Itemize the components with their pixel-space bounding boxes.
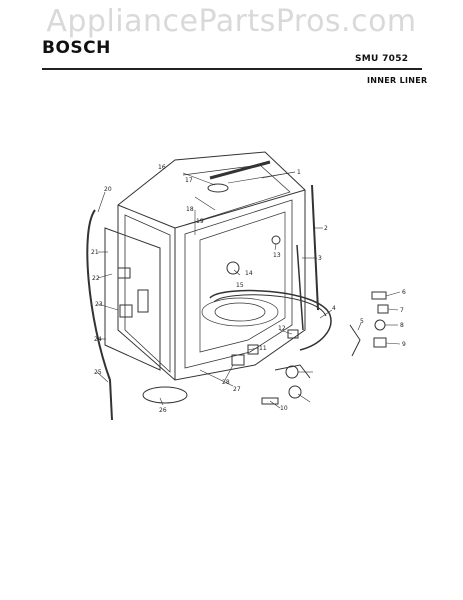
callout-4: 4 (332, 305, 336, 312)
heater-tube (209, 289, 332, 351)
callout-23: 23 (95, 301, 103, 308)
callout-26: 26 (159, 407, 167, 414)
callout-15: 15 (236, 282, 244, 289)
callout-labels: 1 2 3 4 5 6 7 8 9 10 11 12 13 14 15 16 1… (91, 164, 406, 414)
callout-1: 1 (297, 169, 301, 176)
callout-9: 9 (402, 341, 406, 348)
callout-2: 2 (324, 225, 328, 232)
callout-20: 20 (104, 186, 112, 193)
callout-28: 28 (222, 379, 230, 386)
callout-17: 17 (185, 177, 193, 184)
door-panel (104, 227, 161, 371)
callout-19: 19 (196, 218, 204, 225)
callout-18: 18 (186, 206, 194, 213)
watermark-text: AppliancePartsPros.com (46, 4, 417, 39)
callout-11: 11 (259, 345, 267, 352)
bottom-fittings (142, 235, 281, 404)
header-rule (42, 68, 422, 70)
brand-logo: BOSCH (42, 38, 111, 58)
callout-8: 8 (400, 322, 404, 329)
callout-14: 14 (245, 270, 253, 277)
drain-hose (86, 209, 113, 421)
callout-12: 12 (278, 325, 286, 332)
callout-22: 22 (92, 275, 100, 282)
spray-arm (207, 160, 271, 193)
small-parts-right (261, 291, 389, 405)
callout-24: 24 (94, 336, 102, 343)
callout-13: 13 (273, 252, 281, 259)
callout-21: 21 (91, 249, 99, 256)
door-seal (296, 184, 319, 331)
callout-3: 3 (318, 255, 322, 262)
leader-lines (96, 171, 401, 409)
section-title: INNER LINER (367, 76, 428, 85)
callout-6: 6 (402, 289, 406, 296)
inner-liner-tub (117, 151, 306, 381)
callout-16: 16 (158, 164, 166, 171)
callout-7: 7 (400, 307, 404, 314)
callout-27: 27 (233, 386, 241, 393)
callout-5: 5 (360, 318, 364, 325)
callout-10: 10 (280, 405, 288, 412)
model-number: SMU 7052 (355, 54, 409, 64)
callout-25: 25 (94, 369, 102, 376)
